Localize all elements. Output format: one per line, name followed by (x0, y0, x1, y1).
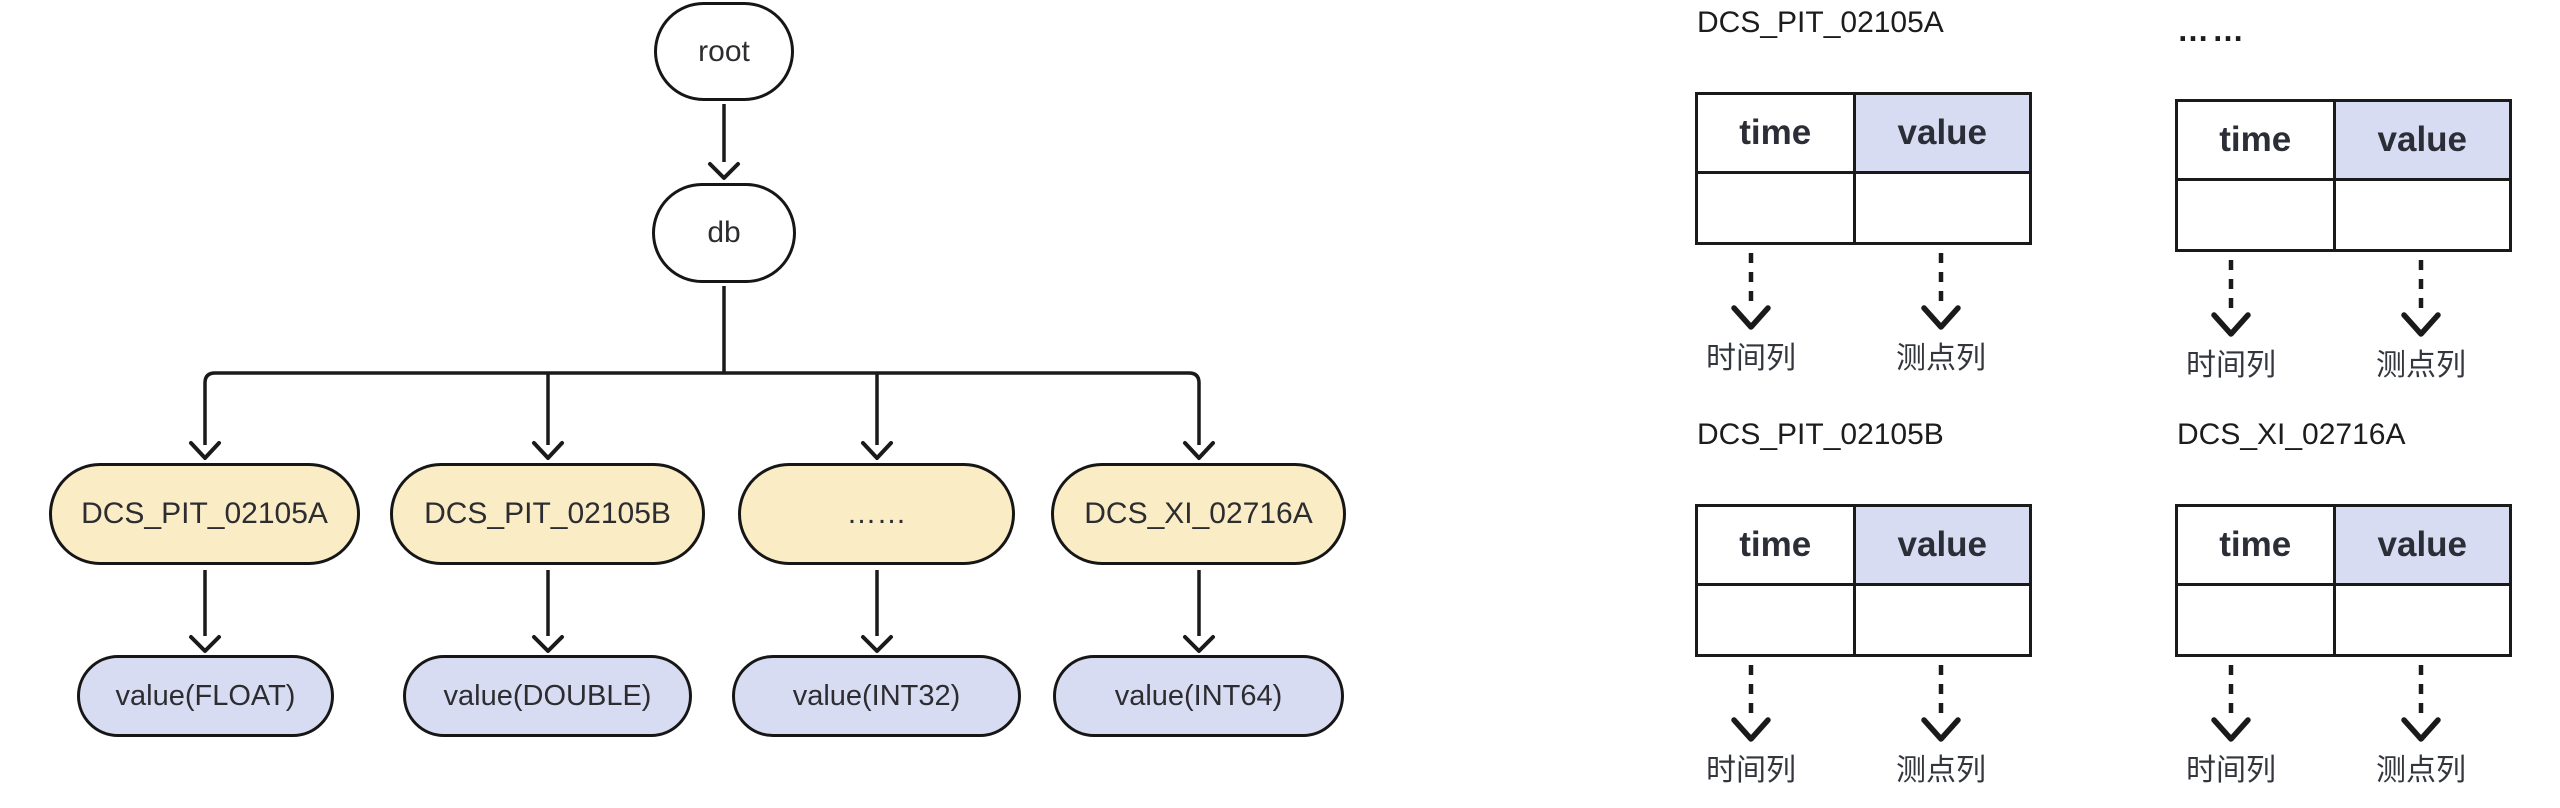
arrowhead-child-2 (532, 441, 564, 460)
arrowhead-value-4 (1183, 635, 1215, 653)
table-header-time: time (1698, 507, 1856, 586)
column-arrows (2211, 260, 2441, 337)
arrowhead-root-db (708, 162, 740, 180)
table-header-value: value (2335, 102, 2509, 181)
arrowhead-value-2 (532, 635, 564, 653)
table-group-1: DCS_PIT_02105A time value 时间列 测点列 (1695, 0, 2032, 380)
column-labels: 时间列 测点列 (2175, 745, 2512, 787)
dashed-arrowhead-time (2211, 717, 2251, 742)
dashed-arrowhead-value (2401, 717, 2441, 742)
tree-node-value-float: value(FLOAT) (77, 655, 334, 737)
dashed-arrowhead-time (1731, 305, 1771, 330)
dashed-arrowhead-value (1921, 717, 1961, 742)
table-group-3: DCS_PIT_02105B time value 时间列 测点列 (1695, 412, 2032, 792)
table-cell-empty (2178, 586, 2336, 654)
table-cell-empty (2178, 181, 2336, 249)
arrowhead-child-3 (861, 441, 893, 460)
tree-node-timeseries-4: DCS_XI_02716A (1051, 463, 1346, 565)
table-cell-empty (1856, 586, 2029, 654)
tree-node-db: db (652, 183, 796, 283)
table-header-value: value (1855, 507, 2029, 586)
arrowhead-value-1 (189, 635, 221, 653)
table-cell-empty (1698, 174, 1856, 242)
table-group-title: …… (2177, 12, 2247, 48)
timeseries-table: time value (2175, 504, 2512, 657)
column-arrows (1731, 665, 1961, 742)
table-group-title: DCS_PIT_02105B (1697, 418, 1944, 451)
tree-node-timeseries-ellipsis: …… (738, 463, 1015, 565)
table-header-value: value (1855, 95, 2029, 174)
column-arrows (2211, 665, 2441, 742)
table-cell-empty (2336, 586, 2509, 654)
table-group-2: …… time value 时间列 测点列 (2175, 7, 2512, 387)
table-header-value: value (2335, 507, 2509, 586)
tree-node-root: root (654, 2, 794, 101)
value-column-label: 测点列 (1896, 342, 1986, 375)
table-group-title: DCS_PIT_02105A (1697, 6, 1944, 39)
value-column-label: 测点列 (2376, 754, 2466, 787)
table-group-4: DCS_XI_02716A time value 时间列 测点列 (2175, 412, 2512, 792)
table-cell-empty (1856, 174, 2029, 242)
dashed-arrowhead-time (2211, 312, 2251, 337)
time-column-label: 时间列 (2186, 754, 2276, 787)
table-header-time: time (1698, 95, 1856, 174)
branch-rail (203, 371, 1201, 445)
table-group-title: DCS_XI_02716A (2177, 418, 2406, 451)
table-cell-empty (1698, 586, 1856, 654)
time-column-label: 时间列 (1706, 754, 1796, 787)
arrowhead-value-3 (861, 635, 893, 653)
tree-node-value-double: value(DOUBLE) (403, 655, 692, 737)
table-header-time: time (2178, 507, 2336, 586)
arrowhead-child-4 (1183, 441, 1215, 460)
table-cell-empty (2336, 181, 2509, 249)
value-column-label: 测点列 (1896, 754, 1986, 787)
table-header-time: time (2178, 102, 2336, 181)
dashed-arrowhead-time (1731, 717, 1771, 742)
dashed-arrowhead-value (2401, 312, 2441, 337)
tree-node-value-int64: value(INT64) (1053, 655, 1344, 737)
time-column-label: 时间列 (1706, 342, 1796, 375)
column-arrows (1731, 253, 1961, 330)
column-labels: 时间列 测点列 (2175, 340, 2512, 382)
tree-node-timeseries-2: DCS_PIT_02105B (390, 463, 705, 565)
timeseries-table: time value (2175, 99, 2512, 252)
dashed-arrowhead-value (1921, 305, 1961, 330)
timeseries-table: time value (1695, 504, 2032, 657)
arrowhead-child-1 (189, 441, 221, 460)
tree-node-timeseries-1: DCS_PIT_02105A (49, 463, 360, 565)
column-labels: 时间列 测点列 (1695, 333, 2032, 375)
time-column-label: 时间列 (2186, 349, 2276, 382)
column-labels: 时间列 测点列 (1695, 745, 2032, 787)
value-column-label: 测点列 (2376, 349, 2466, 382)
timeseries-table: time value (1695, 92, 2032, 245)
tree-node-value-int32: value(INT32) (732, 655, 1021, 737)
